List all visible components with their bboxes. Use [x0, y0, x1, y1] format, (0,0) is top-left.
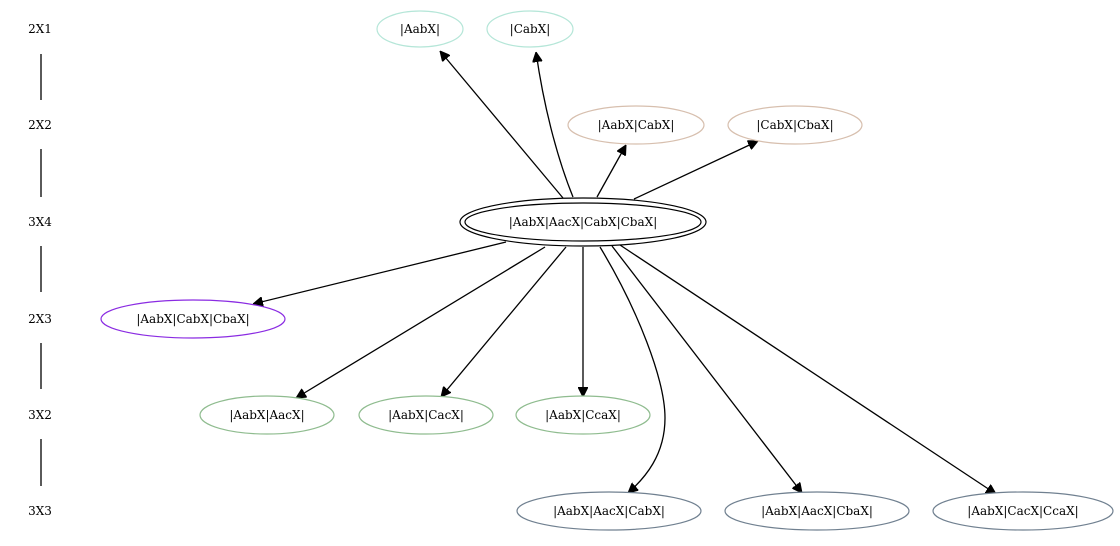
graph-edge	[536, 52, 574, 198]
node-ellipse	[567, 105, 705, 145]
node-label: |AabX|CacX|	[388, 408, 464, 422]
node-ellipse	[376, 10, 464, 48]
graph-node-root[interactable]: |AabX|AacX|CabX|CbaX|	[459, 197, 707, 247]
graph-edge	[596, 145, 627, 198]
node-label: |AabX|CabX|CbaX|	[136, 312, 249, 326]
graph-node[interactable]: |AabX|CabX|	[567, 105, 705, 145]
rank-label-column: 2X1 2X2 3X4 2X3 3X2 3X3	[28, 22, 52, 518]
graph-node[interactable]: |CabX|	[486, 10, 574, 48]
graph-node[interactable]: |CabX|CbaX|	[727, 105, 863, 145]
node-ellipse-outer	[459, 197, 707, 247]
edges	[253, 51, 996, 494]
graph-node[interactable]: |AabX|AacX|CbaX|	[724, 491, 910, 531]
graph-node[interactable]: |AabX|	[376, 10, 464, 48]
rank-label: 2X1	[28, 22, 52, 36]
node-label: |AabX|CcaX|	[545, 408, 621, 422]
graph-node[interactable]: |AabX|CacX|CcaX|	[932, 491, 1114, 531]
rank-label: 3X2	[28, 408, 52, 422]
nodes: |AabX| |CabX| |AabX|CabX| |CabX|CbaX| |A…	[100, 10, 1114, 531]
graph-edge	[633, 141, 758, 200]
node-ellipse	[486, 10, 574, 48]
graph-edge	[253, 241, 507, 304]
node-ellipse	[515, 395, 651, 435]
graph-node[interactable]: |AabX|CacX|	[358, 395, 494, 435]
rank-label: 3X3	[28, 504, 52, 518]
graph-edge	[611, 245, 802, 493]
node-label: |AabX|	[400, 22, 440, 36]
node-label: |CabX|	[510, 22, 551, 36]
graph-node[interactable]: |AabX|CcaX|	[515, 395, 651, 435]
graph-edge	[296, 246, 546, 398]
rank-label: 3X4	[28, 215, 52, 229]
node-ellipse	[516, 491, 702, 531]
node-ellipse	[932, 491, 1114, 531]
node-label: |AabX|CabX|	[598, 118, 675, 132]
node-label: |AabX|AacX|CabX|CbaX|	[509, 215, 657, 229]
graph-node[interactable]: |AabX|AacX|CabX|	[516, 491, 702, 531]
rank-label: 2X3	[28, 312, 52, 326]
node-ellipse	[724, 491, 910, 531]
node-label: |AabX|AacX|	[229, 408, 304, 422]
graph-edge	[441, 246, 567, 397]
node-ellipse-inner	[464, 202, 702, 242]
node-label: |AabX|CacX|CcaX|	[967, 504, 1078, 518]
node-ellipse	[727, 105, 863, 145]
graph-node[interactable]: |AabX|AacX|	[199, 395, 335, 435]
node-ellipse	[199, 395, 335, 435]
rank-label: 2X2	[28, 118, 52, 132]
graph-edge	[599, 246, 666, 493]
graph-edge	[440, 51, 564, 199]
node-ellipse	[100, 299, 286, 339]
graph-node[interactable]: |AabX|CabX|CbaX|	[100, 299, 286, 339]
node-label: |AabX|AacX|CbaX|	[761, 504, 873, 518]
node-label: |AabX|AacX|CabX|	[553, 504, 665, 518]
graph-edge	[619, 244, 996, 494]
node-label: |CabX|CbaX|	[756, 118, 833, 132]
node-ellipse	[358, 395, 494, 435]
